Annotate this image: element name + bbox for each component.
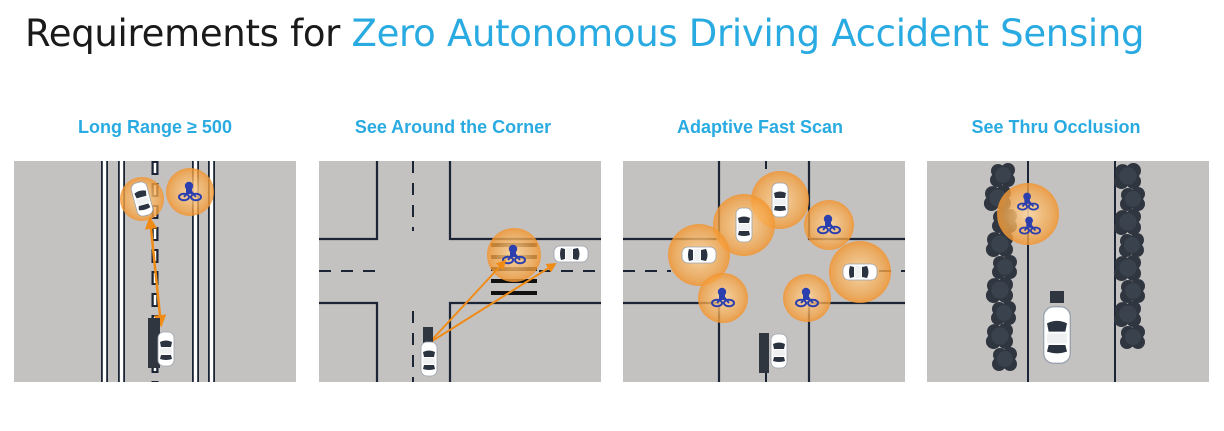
car-icon bbox=[735, 207, 753, 243]
tree-icon bbox=[991, 301, 1016, 325]
fast-scan-scene bbox=[623, 161, 905, 382]
tree-icon bbox=[1113, 255, 1141, 281]
panel-label-fast-scan: Adaptive Fast Scan bbox=[676, 117, 844, 137]
car-icon bbox=[771, 182, 789, 218]
panel-label-occlusion: See Thru Occlusion bbox=[971, 117, 1141, 137]
tree-icon bbox=[1120, 187, 1145, 211]
tree-icon bbox=[985, 277, 1013, 303]
road-surface bbox=[319, 161, 601, 382]
sensor-halo-icon bbox=[997, 183, 1059, 245]
car-icon bbox=[770, 333, 788, 369]
curb-lines bbox=[319, 161, 601, 382]
tree-icon bbox=[1113, 301, 1141, 327]
tree-icon bbox=[1113, 209, 1141, 235]
panel-label-around-corner: See Around the Corner bbox=[354, 117, 552, 137]
truck-icon bbox=[1050, 291, 1064, 303]
car-icon bbox=[157, 331, 175, 367]
tree-icon bbox=[1113, 163, 1141, 189]
tree-icon bbox=[990, 163, 1015, 187]
tree-icon bbox=[985, 323, 1013, 349]
car-icon bbox=[553, 245, 589, 263]
around-corner-scene bbox=[319, 161, 601, 382]
panel-label-long-range: Long Range ≥ 500 bbox=[78, 117, 232, 137]
occlusion-scene bbox=[927, 161, 1209, 382]
tree-icon bbox=[1120, 279, 1145, 303]
car-icon bbox=[420, 341, 438, 377]
tree-icon bbox=[992, 347, 1017, 371]
tree-icon bbox=[1120, 325, 1145, 349]
long-range-scene bbox=[14, 161, 296, 382]
car-icon bbox=[842, 263, 878, 281]
car-icon bbox=[1042, 305, 1072, 365]
car-icon bbox=[681, 246, 717, 264]
truck-icon bbox=[148, 318, 160, 368]
tree-icon bbox=[1119, 233, 1144, 257]
title-highlight: Zero Autonomous Driving Accident Sensing bbox=[351, 12, 1145, 55]
truck-icon bbox=[759, 333, 769, 373]
tree-icon bbox=[992, 255, 1017, 279]
title-prefix: Requirements for bbox=[25, 12, 352, 55]
truck-icon bbox=[423, 327, 433, 351]
direction-arrow-icon bbox=[144, 216, 167, 328]
page-title: Requirements for Zero Autonomous Driving… bbox=[25, 12, 1145, 55]
direction-arrow-icon bbox=[428, 259, 557, 344]
